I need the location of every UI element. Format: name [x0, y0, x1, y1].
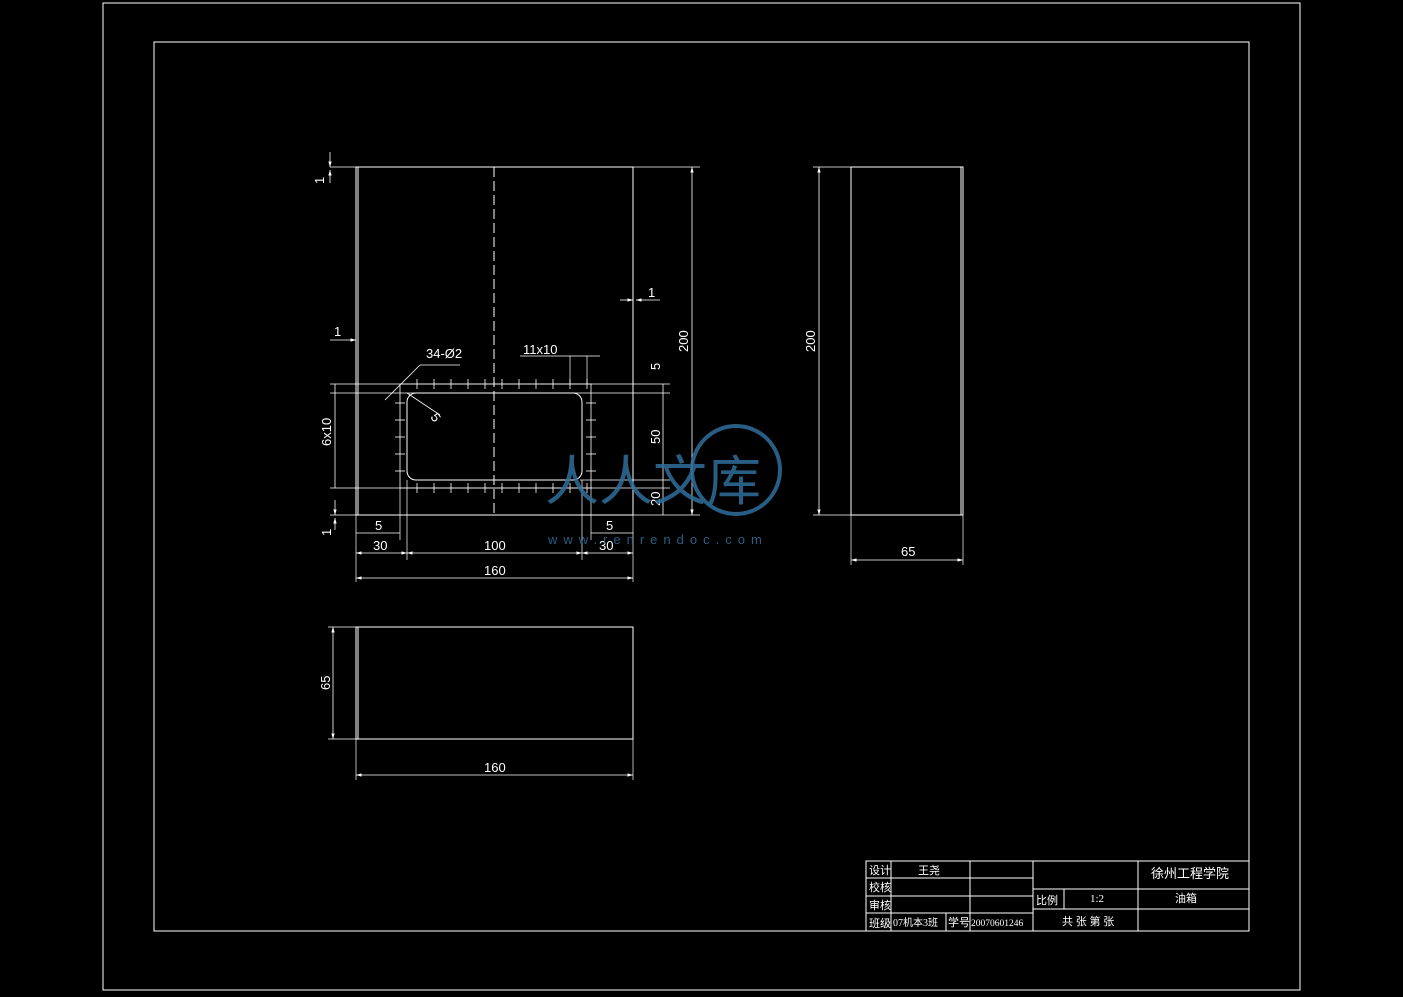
top-view-outline [355, 626, 634, 740]
title-design-value: 王尧 [918, 864, 940, 877]
title-student-no-label: 学号 [948, 915, 970, 929]
side-view [813, 166, 964, 565]
front-dimension-texts: 1 1 1 200 34-Ø2 11x10 5 5 50 20 6x10 1 5… [312, 177, 691, 578]
dim-right-30: 30 [599, 538, 613, 553]
side-dimension-texts: 200 65 [803, 330, 915, 559]
front-hole-column-right [586, 384, 596, 488]
dim-left-margin: 1 [334, 324, 341, 339]
title-sheet-info: 共 张 第 张 [1062, 914, 1114, 928]
title-block: 设计 王尧 校核 审核 班级 07机本3班 学号 20070601246 比例 … [865, 860, 1250, 932]
dim-window-height: 50 [648, 430, 663, 444]
front-hole-column-left [395, 384, 405, 488]
front-dimension-lines [328, 152, 694, 580]
dim-radius: 5 [428, 410, 444, 425]
side-view-outline [850, 166, 964, 516]
title-class-value: 07机本3班 [893, 916, 938, 929]
dim-width: 160 [484, 563, 506, 578]
dim-bottom-margin: 1 [319, 529, 334, 536]
side-dim-height: 200 [803, 330, 818, 352]
dim-height: 200 [676, 330, 691, 352]
dim-left-30: 30 [373, 538, 387, 553]
watermark: 人人文库 www.renrendoc.com [545, 424, 782, 547]
dim-right-margin: 1 [648, 285, 655, 300]
title-student-no-value: 20070601246 [971, 919, 1024, 929]
watermark-logo-ring [690, 424, 782, 516]
title-institution: 徐州工程学院 [1151, 866, 1229, 881]
dim-top-margin: 1 [312, 177, 327, 184]
top-dim-depth: 65 [318, 676, 333, 690]
top-view [328, 626, 634, 780]
title-scale-label: 比例 [1036, 893, 1058, 907]
top-dimension-texts: 65 160 [318, 676, 506, 775]
side-dim-depth: 65 [901, 544, 915, 559]
dim-side-pitch: 6x10 [319, 418, 334, 446]
dim-right-offset-5: 5 [606, 518, 613, 533]
inner-frame [153, 41, 1250, 932]
title-class-label: 班级 [869, 917, 891, 930]
watermark-url: www.renrendoc.com [547, 532, 768, 547]
dim-left-offset-5: 5 [375, 518, 382, 533]
top-dim-width: 160 [484, 760, 506, 775]
title-review-label: 审核 [869, 898, 891, 912]
dim-holes: 34-Ø2 [426, 346, 462, 361]
dim-top-gap: 5 [648, 363, 663, 370]
title-part-name: 油箱 [1175, 891, 1197, 905]
outer-frame [102, 2, 1301, 991]
front-view [328, 152, 700, 582]
dim-bottom-gap: 20 [648, 492, 663, 506]
dim-middle-100: 100 [484, 538, 506, 553]
dim-slot-pitch: 11x10 [523, 342, 557, 357]
watermark-logo-text: 人人文库 [545, 450, 761, 513]
title-scale-value: 1:2 [1090, 893, 1104, 905]
title-check-label: 校核 [869, 880, 891, 894]
front-extension-lines [330, 166, 700, 582]
title-design-label: 设计 [869, 864, 891, 877]
